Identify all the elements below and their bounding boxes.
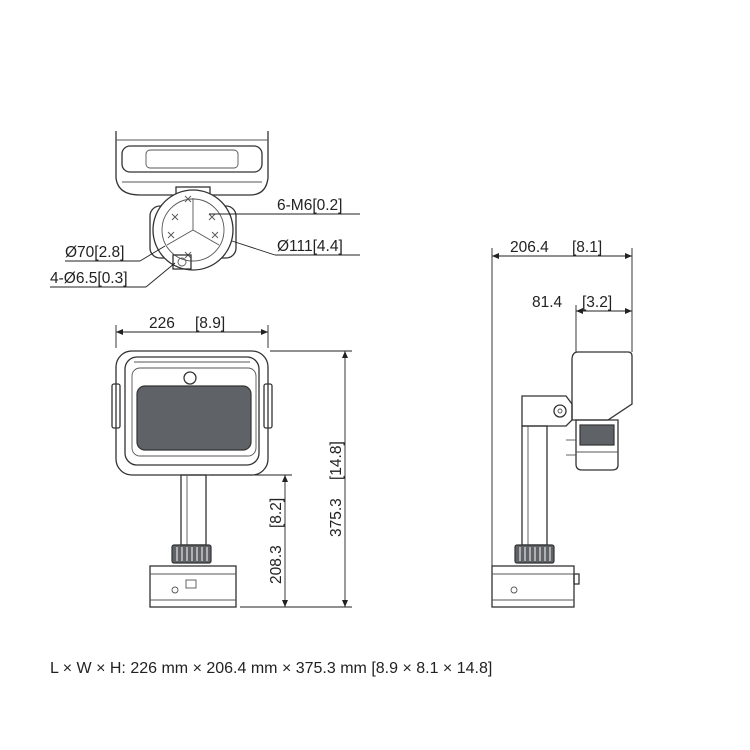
side-view-lower-body xyxy=(575,419,619,471)
depth-value: 206.4 xyxy=(510,239,549,256)
front-view-base xyxy=(149,565,237,608)
front-view-lens xyxy=(183,371,197,385)
top-view-screw-markers xyxy=(167,195,219,259)
side-view-base xyxy=(491,565,575,608)
top-view-visor xyxy=(121,145,263,173)
height-value: 375.3 xyxy=(328,498,345,537)
side-view-bracket xyxy=(521,395,573,427)
side-view-pole xyxy=(521,425,548,546)
front-view-display xyxy=(136,385,252,451)
width-inch: [8.9] xyxy=(195,315,225,332)
side-view: 206.4 [8.1] 81.4 [3.2] xyxy=(491,239,633,608)
pole-height-value: 208.3 xyxy=(268,545,285,584)
top-view: 6-M6[0.2] Ø111[4.4] Ø70[2.8] 4-Ø6.5[0.3] xyxy=(50,131,360,288)
width-value: 226 xyxy=(149,315,175,332)
side-view-housing xyxy=(571,351,633,421)
height-inch: [14.8] xyxy=(328,441,345,480)
top-view-hole-tab xyxy=(172,254,192,270)
offset-value: 81.4 xyxy=(532,294,563,311)
depth-inch: [8.1] xyxy=(572,239,602,256)
offset-inch: [3.2] xyxy=(582,294,612,311)
top-view-housing xyxy=(115,131,269,196)
bolt-circle-diameter-label: Ø70[2.8] xyxy=(65,244,124,261)
pole-height-inch: [8.2] xyxy=(268,498,285,528)
outer-diameter-label: Ø111[4.4] xyxy=(277,238,343,255)
front-view-pole xyxy=(180,474,207,546)
front-view: 226 [8.9] 375.3 [14.8] 208.3 [8.2] xyxy=(111,315,352,608)
overall-dimensions-caption: L × W × H: 226 mm × 206.4 mm × 375.3 mm … xyxy=(50,660,493,677)
screw-thread-label: 6-M6[0.2] xyxy=(277,197,342,214)
top-view-visor-inner xyxy=(145,149,239,169)
mounting-hole-label: 4-Ø6.5[0.3] xyxy=(50,270,128,287)
side-view-display-edge xyxy=(579,424,615,446)
